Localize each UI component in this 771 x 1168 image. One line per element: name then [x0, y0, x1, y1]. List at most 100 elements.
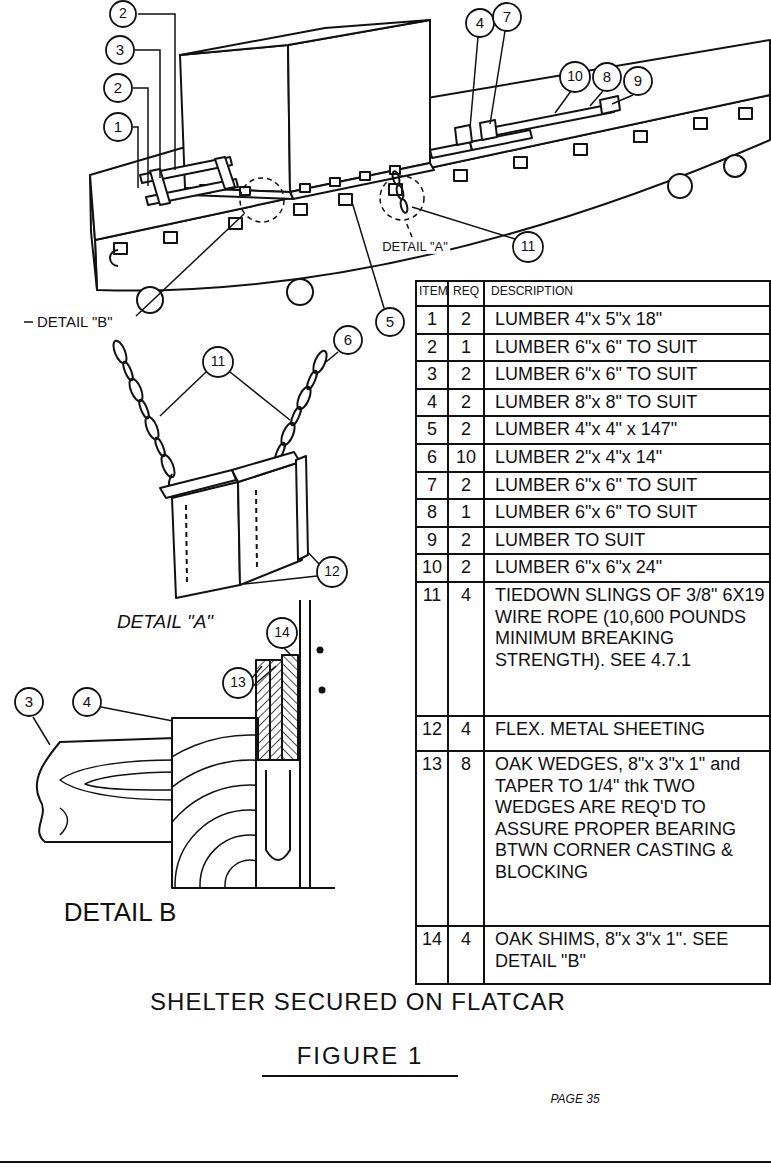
- table-cell: 14: [419, 929, 445, 951]
- table-cell: 12: [419, 719, 445, 741]
- blocking: [290, 163, 434, 199]
- table-cell: LUMBER 6"x 6" TO SUIT: [495, 337, 767, 359]
- table-cell: 9: [419, 530, 445, 552]
- leader-line: [138, 14, 175, 170]
- table-cell: 2: [419, 337, 445, 359]
- leader-line: [590, 91, 603, 106]
- corner-casting: [186, 490, 257, 585]
- table-row: 21LUMBER 6"x 6" TO SUIT: [416, 334, 770, 362]
- callout-circle: [317, 557, 347, 587]
- table-cell: 2: [451, 419, 481, 441]
- table-cell: 1: [419, 309, 445, 331]
- table-cell: 4: [419, 392, 445, 414]
- page-number: PAGE 35: [550, 1093, 599, 1106]
- table-row: 144OAK SHIMS, 8"x 3"x 1". SEE DETAIL "B": [416, 926, 770, 984]
- table-cell-box: 2: [448, 527, 484, 555]
- table-cell: LUMBER 2"x 4"x 14": [495, 447, 767, 469]
- leader-line: [326, 352, 338, 362]
- table-cell-box: 13: [416, 751, 448, 926]
- callout-number: 9: [634, 73, 642, 90]
- blocking: [360, 172, 370, 180]
- callout-number: 14: [274, 625, 290, 640]
- table-cell-box: REQ: [448, 281, 484, 306]
- table-cell: 5: [419, 419, 445, 441]
- table-cell: 10: [419, 557, 445, 579]
- table-cell-box: LUMBER 6"x 6"x 24": [484, 554, 770, 582]
- table-cell-box: 2: [448, 306, 484, 334]
- detail-b-blocking: [270, 660, 282, 760]
- detail-circle: [240, 176, 424, 237]
- table-cell: LUMBER 6"x 6" TO SUIT: [495, 364, 767, 386]
- corner-casting: [232, 452, 300, 482]
- callout-number: 10: [567, 69, 583, 84]
- detail-circle: [406, 222, 412, 237]
- callout-number: 2: [114, 80, 122, 97]
- figure-caption: FIGURE 1: [297, 1043, 424, 1069]
- table-cell-box: 8: [448, 751, 484, 926]
- flatcar: [739, 108, 752, 119]
- callout-circle: [223, 668, 253, 698]
- table-cell-box: 2: [448, 416, 484, 444]
- detail-b-blocking: [225, 860, 258, 888]
- table-cell: TIEDOWN SLINGS OF 3/8" 6X19 WIRE ROPE (1…: [495, 585, 767, 671]
- callout-circle: [376, 308, 404, 336]
- flatcar: [634, 131, 647, 142]
- callout-circle: [493, 3, 521, 31]
- table-cell-box: 10: [448, 444, 484, 472]
- detail-a-chain: [111, 339, 129, 365]
- table-cell-box: FLEX. METAL SHEETING: [484, 716, 770, 751]
- flatcar: [724, 155, 746, 177]
- leader-line: [412, 207, 515, 239]
- callout-number: 11: [521, 239, 536, 254]
- table-cell: LUMBER 4"x 4" x 147": [495, 419, 767, 441]
- corner-casting: [238, 462, 302, 585]
- detail-label: DETAIL "A": [115, 612, 215, 633]
- table-cell-box: 4: [416, 389, 448, 417]
- detail-b-blocking: [175, 810, 258, 888]
- corner-casting: [172, 482, 240, 598]
- table-cell-box: 1: [416, 306, 448, 334]
- table-cell-box: LUMBER 8"x 8" TO SUIT: [484, 389, 770, 417]
- table-cell: 7: [419, 475, 445, 497]
- table-cell-box: 9: [416, 527, 448, 555]
- table-cell-box: ITEM: [416, 281, 448, 306]
- blocking: [600, 96, 620, 114]
- table-cell-box: 2: [448, 389, 484, 417]
- detail-b-blocking: [258, 887, 335, 889]
- detail-circle: [240, 178, 284, 222]
- table-cell-box: 2: [448, 554, 484, 582]
- table-cell-box: LUMBER 6"x 6" TO SUIT: [484, 361, 770, 389]
- callout-number: 5: [386, 314, 394, 331]
- table-cell: LUMBER 6"x 6"x 24": [495, 557, 767, 579]
- table-cell-box: 5: [416, 416, 448, 444]
- detail-b-blocking: [85, 772, 175, 790]
- table-cell-box: 4: [448, 716, 484, 751]
- callout-circle: [624, 67, 652, 95]
- detail-label: DETAIL "B": [35, 314, 115, 331]
- table-row: 102 LUMBER 6"x 6"x 24": [416, 554, 770, 582]
- corner-casting: [296, 456, 308, 560]
- detail-b-blocking: [172, 735, 258, 888]
- table-cell-box: OAK WEDGES, 8"x 3"x 1" and TAPER TO 1/4"…: [484, 751, 770, 926]
- flatcar: [454, 170, 467, 181]
- shelter: [180, 20, 430, 192]
- detail-b-blocking: [318, 648, 323, 653]
- table-cell-box: TIEDOWN SLINGS OF 3/8" 6X19 WIRE ROPE (1…: [484, 582, 770, 716]
- rule-line: [0, 1161, 771, 1163]
- table-cell-box: 7: [416, 472, 448, 500]
- table-cell-box: 4: [448, 582, 484, 716]
- callout-number: 8: [603, 69, 611, 86]
- table-cell: 10: [451, 447, 481, 469]
- callout-circle: [466, 9, 494, 37]
- table-cell: 2: [451, 475, 481, 497]
- table-cell-box: LUMBER 6"x 6" TO SUIT: [484, 499, 770, 527]
- blocking: [300, 184, 310, 192]
- table-cell: 4: [451, 585, 481, 607]
- detail-circle: [380, 176, 424, 220]
- table-cell-box: 2: [448, 361, 484, 389]
- callout-number: 12: [324, 564, 340, 579]
- table-cell-box: LUMBER 6"x 6" TO SUIT: [484, 334, 770, 362]
- callout-number: 4: [83, 694, 91, 711]
- flatcar: [574, 144, 587, 155]
